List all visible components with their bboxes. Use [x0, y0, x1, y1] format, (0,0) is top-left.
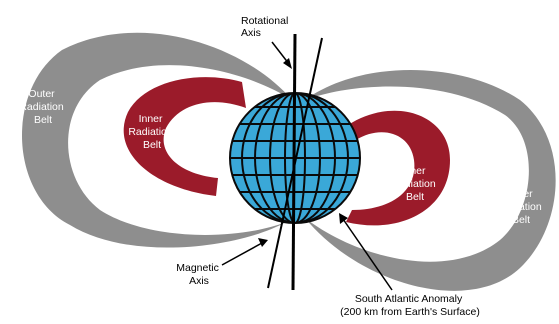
rotational-axis-line — [291, 33, 297, 291]
rotational-axis-label: Rotational Axis — [241, 15, 291, 39]
magnetic-axis-pointer — [221, 238, 268, 266]
south-atlantic-anomaly-label: South Atlantic Anomaly (200 km from Eart… — [340, 293, 480, 318]
outer-radiation-belt-right — [305, 70, 556, 291]
outer-belt-right-label: Outer Radiation Belt — [497, 188, 544, 226]
inner-radiation-belt-right — [346, 110, 450, 226]
outer-belt-left-label: Outer Radiation Belt — [19, 88, 66, 126]
magnetic-axis-label: Magnetic Axis — [176, 262, 222, 287]
outer-radiation-belt-left — [21, 32, 292, 248]
rotational-axis-pointer — [271, 41, 292, 69]
magnetic-axis-line — [267, 37, 323, 289]
inner-belt-left-label: Inner Radiation Belt — [128, 113, 175, 151]
inner-radiation-belt-left — [123, 77, 246, 196]
inner-belt-right-label: Inner Radiation Belt — [391, 165, 438, 203]
south-atlantic-anomaly-pointer — [339, 213, 393, 291]
